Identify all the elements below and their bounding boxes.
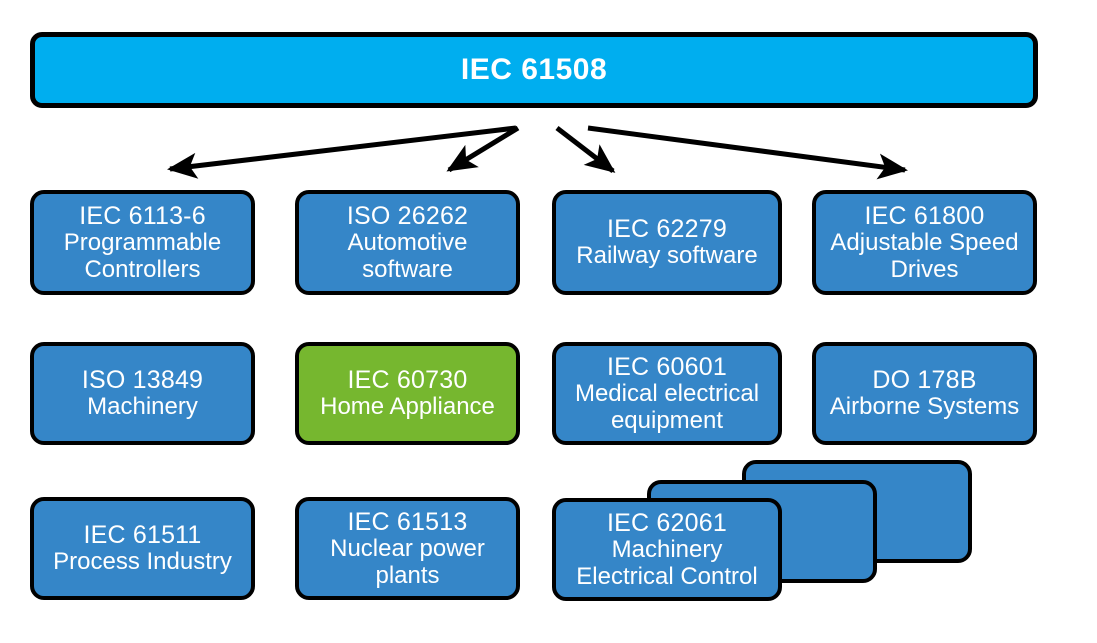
- arrow-to-iec-6113-6: [167, 125, 517, 179]
- node-desc: Programmable Controllers: [63, 228, 222, 283]
- node-desc: Home Appliance: [320, 393, 495, 421]
- node-desc: Airborne Systems: [829, 393, 1020, 421]
- node-code: IEC 60601: [607, 352, 727, 381]
- node-iec-61508[interactable]: IEC 61508: [30, 32, 1038, 108]
- node-stack-iec-62061[interactable]: IEC 62061 Machinery Electrical Control: [552, 498, 782, 601]
- node-code: IEC 60730: [347, 366, 468, 395]
- arrow-to-iso-26262: [446, 125, 520, 173]
- node-code: IEC 6113-6: [79, 201, 206, 230]
- node-desc: Process Industry: [53, 548, 232, 576]
- node-code: IEC 61513: [347, 507, 468, 536]
- node-desc: Railway software: [576, 242, 758, 270]
- node-code: IEC 61508: [460, 53, 608, 87]
- node-code: ISO 26262: [346, 201, 469, 230]
- node-desc: Machinery: [87, 393, 198, 421]
- arrow-to-iec-61800: [587, 125, 908, 180]
- node-code: IEC 61511: [83, 521, 202, 550]
- node-desc: Medical electrical equipment: [574, 379, 760, 434]
- arrow-to-iec-62279: [555, 126, 616, 173]
- node-desc: Adjustable Speed Drives: [830, 228, 1019, 283]
- node-code: IEC 62279: [607, 215, 727, 244]
- node-desc: Nuclear power plants: [330, 534, 485, 589]
- node-code: IEC 61800: [864, 201, 985, 230]
- node-desc: Machinery Electrical Control: [576, 535, 758, 590]
- node-desc: Automotive software: [347, 228, 468, 283]
- node-code: ISO 13849: [81, 366, 204, 395]
- node-code: IEC 62061: [607, 508, 727, 537]
- stack-group: IEC 62061 Machinery Electrical Control: [552, 460, 972, 605]
- node-code: DO 178B: [872, 366, 977, 395]
